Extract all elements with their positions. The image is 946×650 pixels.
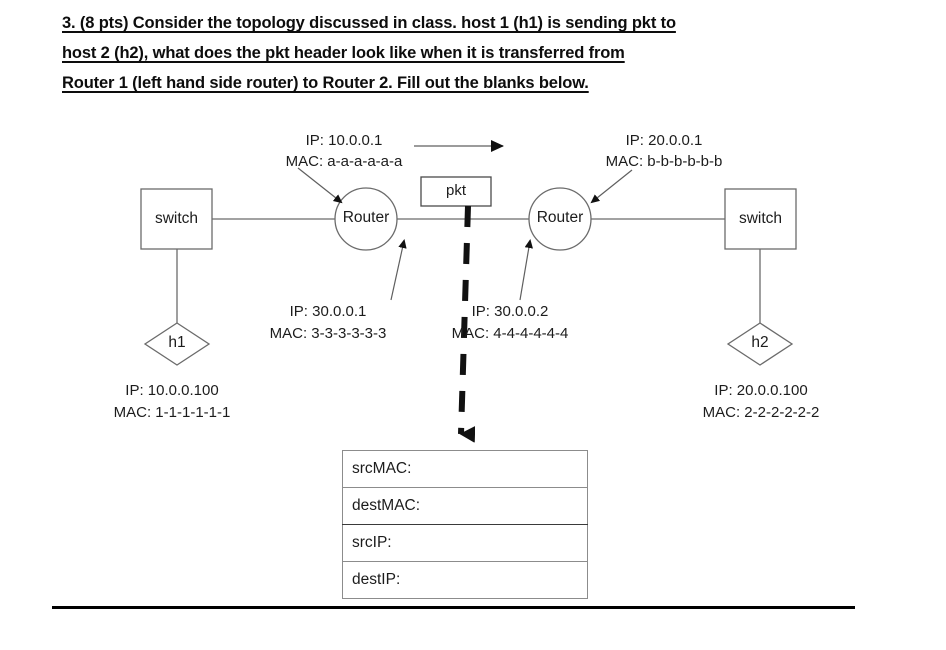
- packet-header-table: srcMAC: destMAC: srcIP: destIP:: [342, 450, 588, 599]
- right-switch-label: switch: [738, 210, 783, 227]
- srcmac-field[interactable]: srcMAC:: [342, 450, 588, 488]
- question-prompt: 3. (8 pts) Consider the topology discuss…: [62, 8, 844, 98]
- question-line-3: Router 1 (left hand side router) to Rout…: [62, 74, 589, 92]
- host2-mac: MAC: 2-2-2-2-2-2: [702, 404, 820, 421]
- right-router-wan-ip: IP: 20.0.0.1: [625, 132, 703, 149]
- left-switch-shape: [140, 188, 213, 250]
- table-row[interactable]: srcMAC:: [342, 450, 588, 488]
- destmac-field[interactable]: destMAC:: [342, 487, 588, 525]
- right-router-link-mac: MAC: 4-4-4-4-4-4: [451, 325, 569, 342]
- left-switch-label: switch: [154, 210, 199, 227]
- host1-shape: [143, 322, 211, 366]
- table-row[interactable]: destIP:: [342, 561, 588, 599]
- left-router-label: Router: [342, 209, 390, 226]
- left-router-shape: [334, 187, 398, 251]
- host1-label: h1: [168, 334, 186, 351]
- host1-ip: IP: 10.0.0.100: [125, 382, 219, 399]
- question-line-2: host 2 (h2), what does the pkt header lo…: [62, 44, 625, 62]
- packet-label: pkt: [445, 182, 466, 199]
- right-router-shape: [528, 187, 592, 251]
- leader-left-router-link: [390, 239, 407, 301]
- leader-left-router-wan: [297, 167, 343, 204]
- packet-box-shape: [420, 176, 492, 207]
- topology-links: [176, 218, 761, 325]
- host2-shape: [726, 322, 794, 366]
- leader-right-router-link: [519, 239, 533, 301]
- right-router-wan-mac: MAC: b-b-b-b-b-b: [605, 153, 723, 170]
- host1-mac: MAC: 1-1-1-1-1-1: [113, 404, 231, 421]
- right-router-label: Router: [536, 209, 584, 226]
- right-switch-shape: [724, 188, 797, 250]
- bottom-divider: [52, 606, 855, 609]
- left-router-wan-mac: MAC: a-a-a-a-a-a: [285, 153, 403, 170]
- left-router-link-mac: MAC: 3-3-3-3-3-3: [269, 325, 387, 342]
- leader-right-router-wan: [590, 169, 633, 204]
- left-router-wan-ip: IP: 10.0.0.1: [305, 132, 383, 149]
- question-line-1: 3. (8 pts) Consider the topology discuss…: [62, 14, 676, 32]
- table-row[interactable]: srcIP:: [342, 524, 588, 562]
- annotation-leaders: [297, 167, 633, 301]
- right-router-link-ip: IP: 30.0.0.2: [471, 303, 549, 320]
- host2-ip: IP: 20.0.0.100: [714, 382, 808, 399]
- destip-field[interactable]: destIP:: [342, 561, 588, 599]
- packet-drop-line: [458, 205, 476, 443]
- srcip-field[interactable]: srcIP:: [342, 524, 588, 562]
- host2-label: h2: [751, 334, 769, 351]
- left-router-link-ip: IP: 30.0.0.1: [289, 303, 367, 320]
- table-row[interactable]: destMAC:: [342, 487, 588, 525]
